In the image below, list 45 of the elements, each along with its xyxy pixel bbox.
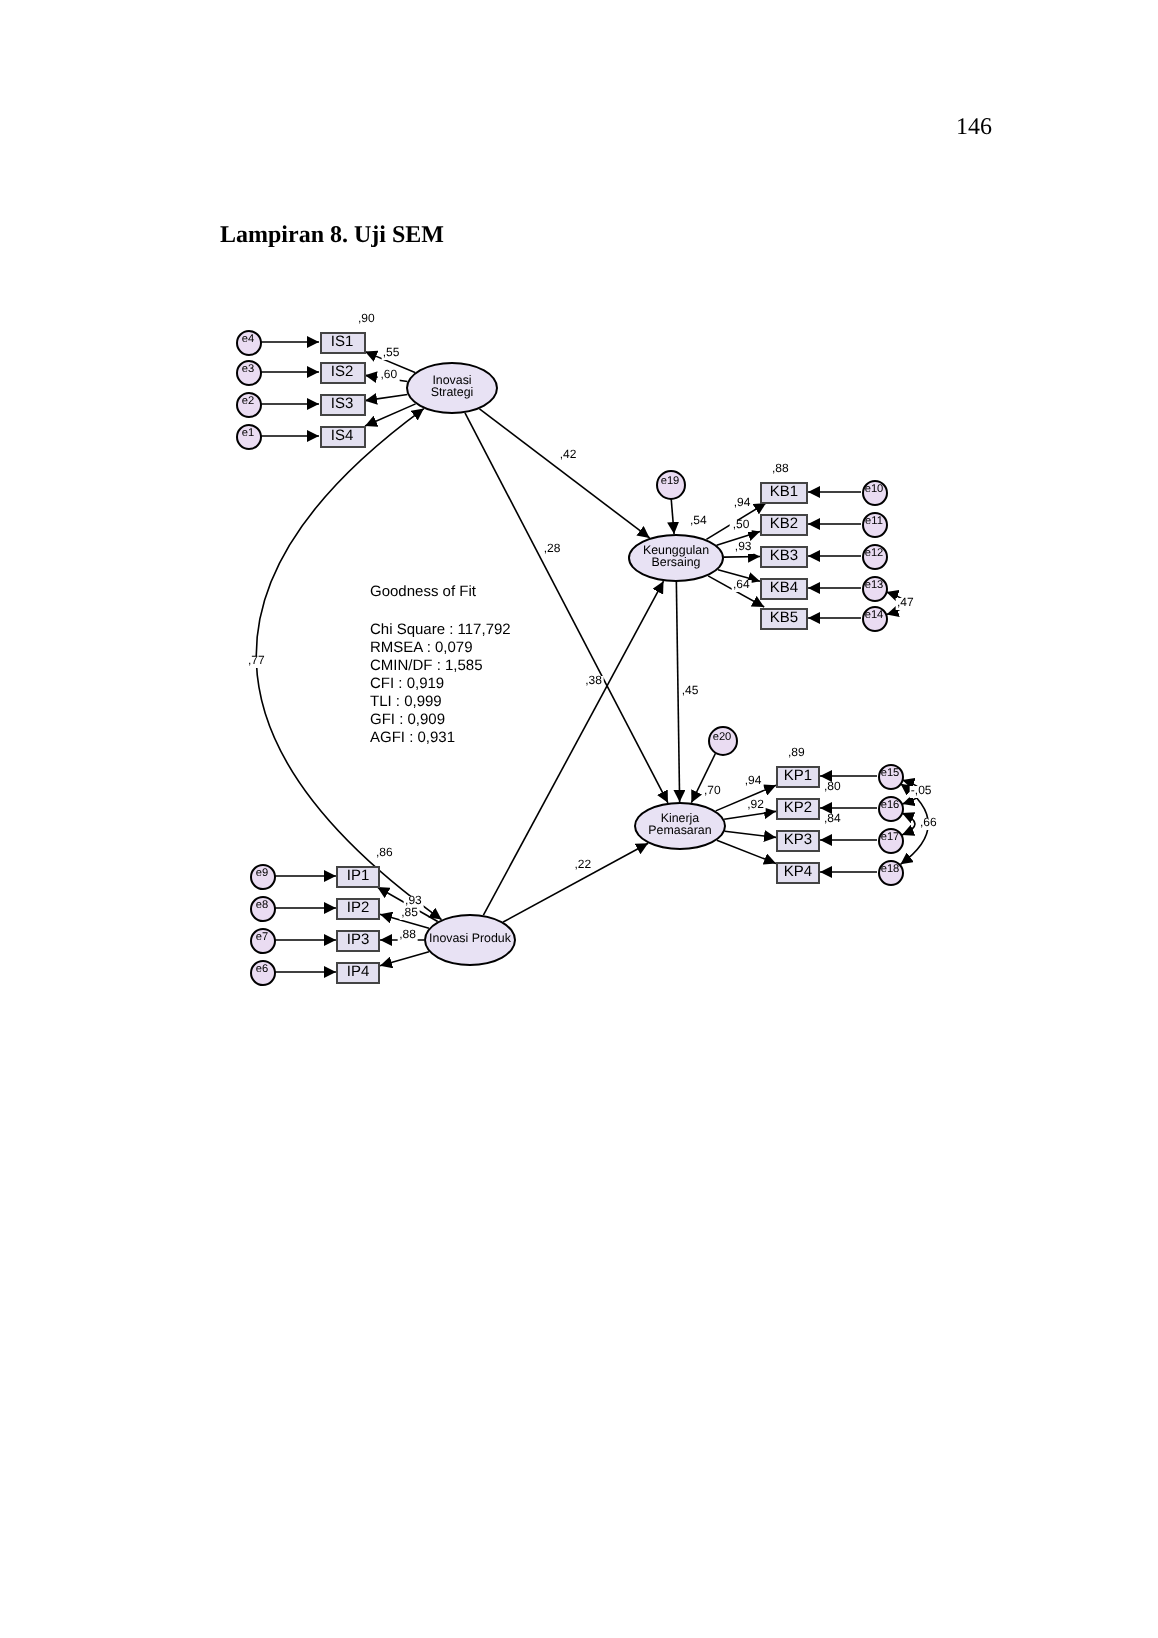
path-arrow xyxy=(819,770,878,782)
path-arrow xyxy=(364,350,416,374)
path-arrow xyxy=(364,393,409,405)
path-arrow xyxy=(260,398,320,410)
path-arrow xyxy=(260,366,320,378)
path-arrow xyxy=(716,839,777,865)
path-arrow xyxy=(715,529,761,546)
path-arrow xyxy=(379,950,430,969)
path-arrow xyxy=(379,934,425,946)
path-arrow xyxy=(482,580,665,916)
covariance-arrow xyxy=(899,782,930,866)
path-arrow xyxy=(274,934,337,946)
path-arrow xyxy=(667,498,680,535)
path-arrow xyxy=(714,784,777,812)
path-arrow xyxy=(379,911,430,930)
path-arrow xyxy=(274,902,337,914)
path-arrow xyxy=(819,866,878,878)
path-arrow xyxy=(807,612,862,624)
path-arrow xyxy=(260,336,320,348)
page-number: 146 xyxy=(956,112,992,142)
path-arrow xyxy=(724,830,777,842)
covariance-arrow xyxy=(255,407,443,921)
path-arrow xyxy=(723,807,777,821)
path-arrow xyxy=(707,575,765,608)
path-arrow xyxy=(807,518,862,530)
path-arrow xyxy=(807,486,862,498)
path-arrow xyxy=(464,412,669,804)
covariance-arrow xyxy=(901,812,916,836)
path-arrow xyxy=(819,834,878,846)
path-arrow xyxy=(723,550,761,563)
path-arrow xyxy=(690,752,717,804)
path-arrow xyxy=(673,581,686,803)
covariance-arrow xyxy=(901,778,922,806)
path-arrow xyxy=(717,568,761,584)
path-arrow xyxy=(705,502,767,541)
path-arrow xyxy=(807,550,862,562)
path-arrow xyxy=(478,408,651,539)
path-arrow xyxy=(274,870,337,882)
path-arrow xyxy=(274,966,337,978)
path-arrow xyxy=(502,842,649,923)
path-arrow xyxy=(364,403,417,427)
path-arrow xyxy=(260,430,320,442)
path-arrow xyxy=(807,582,862,594)
page-heading: Lampiran 8. Uji SEM xyxy=(220,220,445,250)
path-arrow xyxy=(819,802,878,814)
